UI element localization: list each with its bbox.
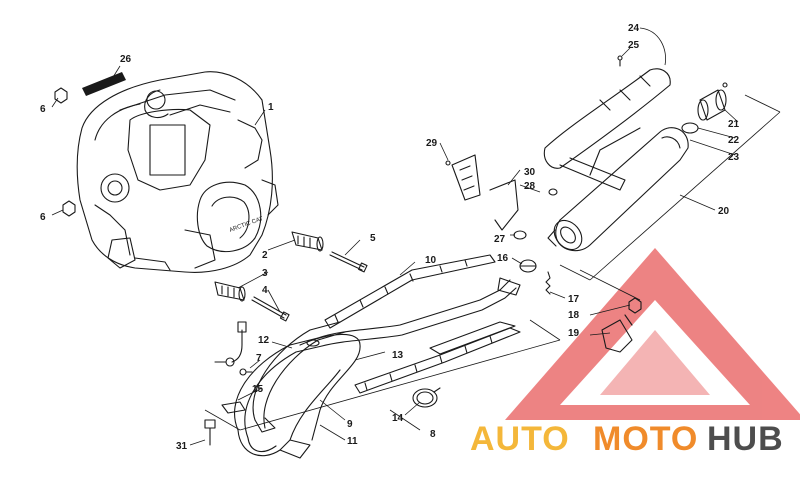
header-pipe-9 — [252, 321, 346, 433]
callout-25: 25 — [628, 40, 640, 51]
callout-29: 29 — [426, 138, 438, 149]
sensor-7 — [239, 368, 253, 376]
bolt-6-bottom — [62, 200, 76, 217]
callout-26: 26 — [120, 54, 132, 65]
callout-4: 4 — [262, 285, 268, 296]
washer-28 — [548, 188, 558, 196]
heat-shield-10 — [324, 254, 496, 329]
engine-assembly — [76, 71, 279, 273]
callout-9: 9 — [347, 419, 353, 430]
o2-sensor-12 — [214, 321, 247, 367]
callout-16: 16 — [497, 253, 509, 264]
callout-12: 12 — [258, 335, 270, 346]
callout-31: 31 — [176, 441, 188, 452]
clamp-14 — [412, 387, 441, 408]
callout-6-top: 6 — [40, 104, 46, 115]
heat-shield-lower — [354, 321, 521, 394]
callout-labels: 1 2 3 4 5 6 6 7 8 9 10 11 12 13 14 15 16… — [40, 23, 740, 452]
callout-5: 5 — [370, 233, 376, 244]
callout-14: 14 — [392, 413, 404, 424]
assembly-lines — [204, 94, 781, 431]
callout-15: 15 — [252, 384, 264, 395]
gasket-22 — [681, 122, 699, 134]
heat-shield-24 — [543, 68, 671, 191]
bolt-6-top — [54, 87, 68, 104]
mid-pipe-13 — [317, 277, 521, 347]
spacer-3 — [214, 281, 246, 302]
screw-25 — [617, 55, 623, 67]
engine-brand-label: ARCTIC CAT — [229, 216, 265, 234]
callout-11: 11 — [347, 436, 358, 447]
spring-17 — [545, 271, 551, 295]
label-plate-26 — [82, 72, 126, 96]
callout-8: 8 — [430, 429, 436, 440]
watermark-triangle-logo — [505, 248, 800, 420]
callout-28: 28 — [524, 181, 536, 192]
callout-17: 17 — [568, 294, 580, 305]
callout-23: 23 — [728, 152, 740, 163]
leader-lines — [51, 27, 739, 446]
spacer-2 — [291, 231, 324, 252]
bracket-19 — [601, 314, 633, 353]
grommet-27 — [513, 230, 527, 240]
stud-4 — [251, 296, 290, 322]
callout-19: 19 — [568, 328, 580, 339]
callout-10: 10 — [425, 255, 437, 266]
clamp-16 — [519, 259, 537, 273]
muffler-20 — [547, 127, 689, 252]
watermark-hub: HUB — [707, 420, 784, 458]
stud-5 — [329, 251, 368, 273]
callout-1: 1 — [268, 102, 274, 113]
callout-6-bottom: 6 — [40, 212, 46, 223]
callout-22: 22 — [728, 135, 740, 146]
callout-20: 20 — [718, 206, 730, 217]
callout-13: 13 — [392, 350, 404, 361]
bracket-29 — [445, 154, 481, 201]
bracket-30 — [489, 179, 519, 231]
bracket-15 — [221, 401, 246, 414]
nut-18 — [628, 297, 642, 314]
callout-21: 21 — [728, 119, 740, 130]
callout-27: 27 — [494, 234, 506, 245]
header-pipe-11 — [233, 333, 361, 459]
callout-3: 3 — [262, 268, 268, 279]
callout-7: 7 — [256, 353, 262, 364]
callout-24: 24 — [628, 23, 640, 34]
callout-30: 30 — [524, 167, 536, 178]
tailpipe-21 — [697, 82, 728, 121]
callout-2: 2 — [262, 250, 268, 261]
watermark-auto: AUTO — [470, 420, 570, 458]
callout-18: 18 — [568, 310, 580, 321]
bolt-31 — [204, 419, 216, 446]
watermark-moto: MOTO — [593, 420, 699, 458]
